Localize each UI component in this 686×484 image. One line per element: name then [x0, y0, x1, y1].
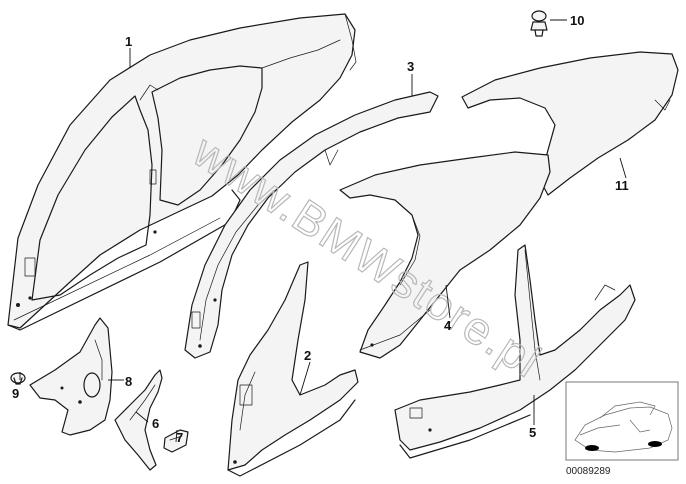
callout-lines: [19, 19, 627, 443]
part-10-plug: [530, 10, 548, 37]
callout-4: 4: [444, 318, 452, 333]
callout-3: 3: [407, 59, 414, 74]
part-1-side-frame: [7, 13, 357, 331]
part-2-b-pillar-rocker: [227, 261, 359, 477]
reference-code: 00089289: [566, 466, 611, 477]
callout-1: 1: [125, 34, 132, 49]
part-4-rear-quarter: [339, 151, 551, 359]
callout-9: 9: [12, 386, 19, 401]
callout-8: 8: [125, 374, 132, 389]
callout-10: 10: [570, 13, 584, 28]
part-9-clip: [10, 372, 26, 385]
part-8-inner-bracket: [29, 317, 113, 436]
callout-2: 2: [304, 348, 311, 363]
callout-6: 6: [152, 416, 159, 431]
callout-11: 11: [615, 178, 629, 193]
callout-7: 7: [176, 430, 183, 445]
part-5-rocker: [394, 244, 636, 459]
part-3-roof-rail: [184, 91, 439, 359]
part-6-reinforcement: [114, 369, 163, 471]
car-thumbnail: [565, 381, 679, 461]
callout-labels: 1 2 3 4 5 6 7 8 9 10 11: [12, 13, 629, 445]
callout-5: 5: [529, 425, 536, 440]
